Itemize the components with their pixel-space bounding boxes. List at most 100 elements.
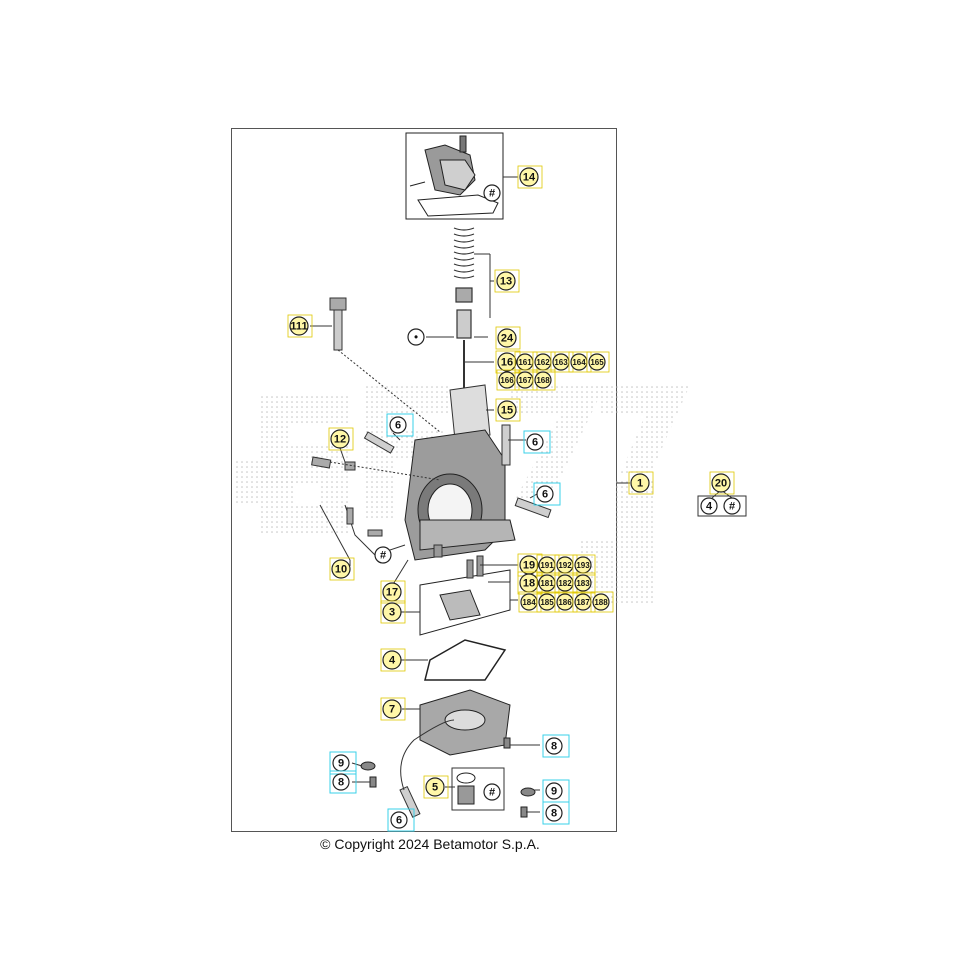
callout-c182: 182 (554, 572, 578, 594)
callout-c15: 15 (495, 398, 521, 422)
copyright-notice: © Copyright 2024 Betamotor S.p.A. (320, 836, 540, 852)
callout-label-c111: 111 (290, 321, 307, 333)
callout-c3: 3 (380, 600, 406, 624)
callout-c4: 4 (380, 648, 406, 672)
callout-label-c186: 186 (558, 598, 572, 607)
callout-label-c193: 193 (576, 561, 590, 570)
callout-c164: 164 (568, 351, 592, 373)
callout-c7: 7 (380, 697, 406, 721)
callout-label-c1: 1 (637, 478, 643, 490)
callout-label-c10: 10 (335, 564, 347, 576)
part-111-screw (329, 297, 441, 433)
callout-label-c192: 192 (558, 561, 572, 570)
callout-c6d: 6 (387, 808, 415, 832)
callout-label-c7: 7 (389, 704, 395, 716)
callout-c8a: 8 (542, 734, 570, 758)
callout-label-c20: 20 (715, 478, 727, 490)
callout-c14_hash: # (483, 184, 501, 202)
callout-label-c164: 164 (572, 358, 586, 367)
callout-label-c24: 24 (501, 333, 514, 345)
callout-c165: 165 (586, 351, 610, 373)
callout-label-c165: 165 (590, 358, 604, 367)
callout-label-c8c: 8 (551, 808, 557, 820)
callout-label-c182: 182 (558, 579, 572, 588)
vent-tubes (363, 424, 552, 818)
callout-label-c8b: 8 (338, 777, 344, 789)
callout-c13: 13 (494, 269, 520, 293)
callout-c163: 163 (550, 351, 574, 373)
callout-c1: 1 (628, 471, 654, 495)
callout-c168: 168 (532, 369, 556, 391)
callout-label-c181: 181 (540, 579, 554, 588)
callout-c111: 111 (287, 314, 313, 338)
part-10-screw-set (344, 504, 406, 556)
part-12-screw (311, 456, 441, 481)
callout-c10: 10 (329, 557, 355, 581)
callout-label-c162: 162 (536, 358, 550, 367)
callout-c188: 188 (590, 591, 614, 613)
callout-label-c19: 19 (523, 560, 535, 572)
callout-c187: 187 (572, 591, 596, 613)
callout-label-c12: 12 (334, 434, 346, 446)
callout-c6b: 6 (523, 430, 551, 454)
jets (433, 544, 484, 579)
callout-c20_4: 4 (700, 497, 718, 515)
callout-c184: 184 (518, 591, 542, 613)
callout-label-c20_4: 4 (706, 501, 713, 513)
callout-c14: 14 (517, 165, 543, 189)
callout-c161: 161 (514, 351, 538, 373)
callout-c192: 192 (554, 554, 578, 576)
callout-label-c14_hash: # (489, 188, 495, 200)
callout-c20_hash: # (723, 497, 741, 515)
callout-c5_hash: # (483, 783, 501, 801)
callout-label-c18: 18 (523, 578, 535, 590)
callout-label-c15: 15 (501, 405, 513, 417)
callout-label-c6c: 6 (542, 489, 548, 501)
callout-label-c191: 191 (540, 561, 554, 570)
callout-label-c9b: 9 (551, 786, 557, 798)
callout-c162: 162 (532, 351, 556, 373)
callout-label-c24_dot: • (414, 332, 418, 344)
callout-label-c10_hash: # (380, 550, 386, 562)
callout-c183: 183 (572, 572, 596, 594)
callout-c166: 166 (496, 369, 520, 391)
callout-c17: 17 (380, 580, 406, 604)
callout-label-c161: 161 (518, 358, 532, 367)
callout-c185: 185 (536, 591, 560, 613)
small-screws (360, 737, 536, 818)
callout-label-c185: 185 (540, 598, 554, 607)
callout-label-c184: 184 (522, 598, 536, 607)
callout-c5: 5 (423, 775, 449, 799)
callout-c186: 186 (554, 591, 578, 613)
callout-label-c167: 167 (518, 376, 532, 385)
part-15-slide (449, 384, 491, 441)
callout-label-c163: 163 (554, 358, 568, 367)
callout-label-c20_hash: # (729, 501, 735, 513)
callout-c20: 20 (709, 471, 735, 495)
callout-label-c4: 4 (389, 655, 396, 667)
callout-c8b: 8 (329, 770, 357, 794)
callout-c10_hash: # (374, 546, 392, 564)
callout-label-c8a: 8 (551, 741, 557, 753)
callout-label-c6a: 6 (395, 420, 401, 432)
callout-label-c16: 16 (501, 357, 513, 369)
callout-label-c6d: 6 (396, 815, 402, 827)
callout-label-c17: 17 (386, 587, 398, 599)
callout-c24_dot: • (407, 328, 425, 346)
callout-label-c14: 14 (523, 172, 536, 184)
part-13-spring (453, 227, 475, 339)
callout-c12: 12 (328, 427, 354, 451)
callout-label-c5: 5 (432, 782, 438, 794)
callout-c6c: 6 (533, 482, 561, 506)
callout-label-c183: 183 (576, 579, 590, 588)
callout-c24: 24 (495, 326, 521, 350)
callout-label-c168: 168 (536, 376, 550, 385)
callout-label-c3: 3 (389, 607, 395, 619)
callout-label-c187: 187 (576, 598, 590, 607)
callout-label-c188: 188 (594, 598, 608, 607)
callout-label-c166: 166 (500, 376, 514, 385)
callout-c193: 193 (572, 554, 596, 576)
part-4-gasket (424, 639, 507, 681)
